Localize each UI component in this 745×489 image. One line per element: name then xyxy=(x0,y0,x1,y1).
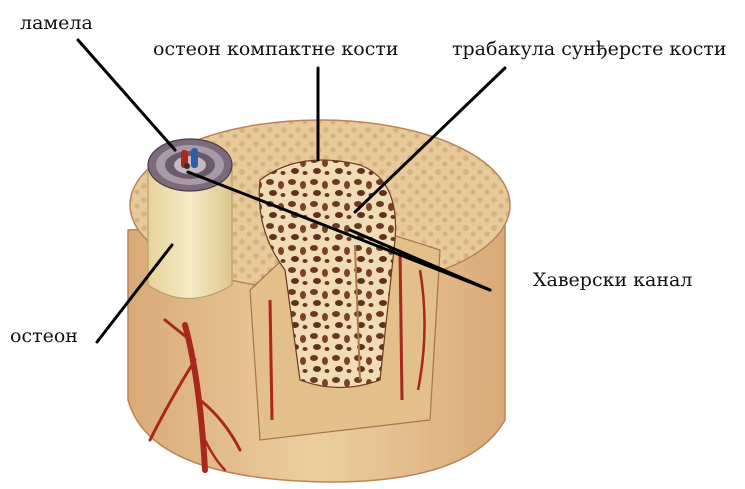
label-trabecula-spongy: трабакула сунђерсте кости xyxy=(452,40,727,59)
osteon-cylinder xyxy=(148,139,232,299)
label-osteon-compact: остеон компактне кости xyxy=(153,40,399,59)
label-lamella: ламела xyxy=(20,14,93,33)
label-osteon: остеон xyxy=(10,327,78,346)
label-haversian-canal: Хаверски канал xyxy=(533,271,692,290)
